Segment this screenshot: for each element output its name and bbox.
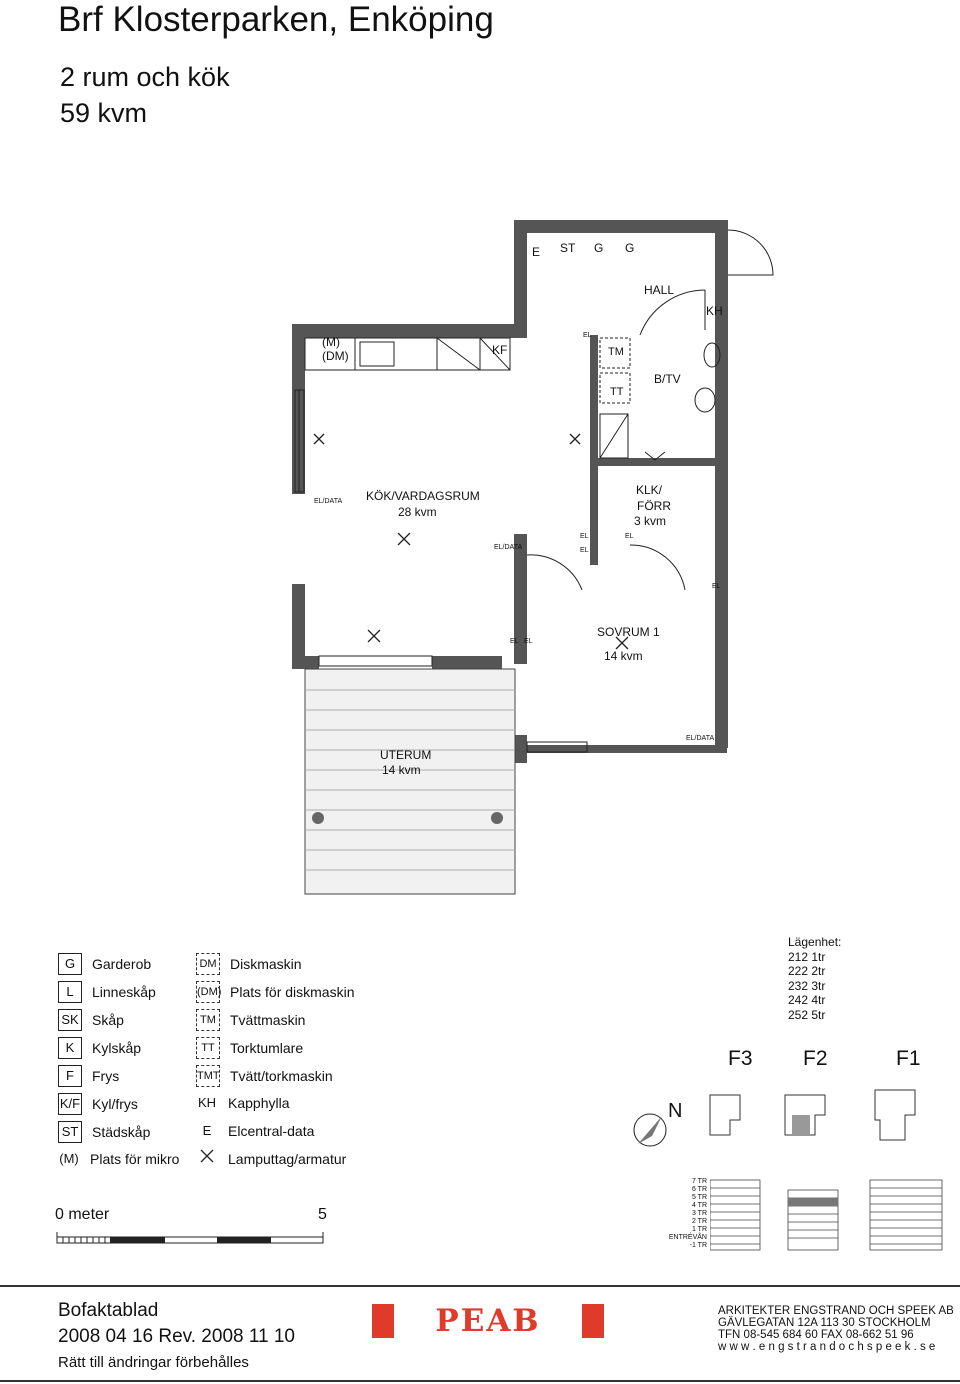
terrace-floor xyxy=(304,668,516,895)
doc-note: Rätt till ändringar förbehålles xyxy=(58,1354,249,1371)
kf-label: KF xyxy=(492,343,507,357)
dm-label: (DM) xyxy=(322,349,349,363)
footer-divider xyxy=(0,1285,960,1287)
el-data-label-3: EL/DATA xyxy=(686,735,714,742)
st-label: ST xyxy=(560,241,576,255)
el-label-6: EL xyxy=(510,638,519,645)
bedroom-area: 14 kvm xyxy=(604,649,643,663)
legend-item: (DM)Plats för diskmaskin xyxy=(196,981,354,1003)
tm-label: TM xyxy=(608,346,624,358)
f3-label: F3 xyxy=(728,1047,753,1070)
apartment-area: 59 kvm xyxy=(60,98,148,128)
el-data-label-1: EL/DATA xyxy=(314,498,342,505)
apartment-info: Lägenhet: 212 1tr 222 2tr 232 3tr 242 4t… xyxy=(788,935,842,1022)
bath-label: B/TV xyxy=(654,372,681,386)
bottom-divider xyxy=(0,1380,960,1382)
micro-label: (M) xyxy=(322,335,340,349)
el-data-label-2: EL/DATA xyxy=(494,544,522,551)
doc-type: Bofaktablad xyxy=(58,1300,159,1321)
scale-start: 0 meter xyxy=(55,1206,110,1223)
closet-name-2: FÖRR xyxy=(637,499,671,513)
el-label: EL xyxy=(583,332,592,339)
kh-label: KH xyxy=(706,304,723,318)
el-label-7: EL xyxy=(524,638,533,645)
g-label-2: G xyxy=(625,241,634,255)
el-label-4: EL xyxy=(625,533,634,540)
hall-label: HALL xyxy=(644,283,674,297)
post-left xyxy=(312,812,324,824)
closet-area: 3 kvm xyxy=(634,514,666,528)
tt-label: TT xyxy=(610,386,624,398)
g-label-1: G xyxy=(594,241,603,255)
legend-item: (M)Plats för mikro xyxy=(59,1151,180,1167)
site-key-plan xyxy=(709,1089,916,1141)
lamp-icon xyxy=(196,1149,218,1169)
kitchen-name: KÖK/VARDAGSRUM xyxy=(366,489,480,503)
doc-date: 2008 04 16 Rev. 2008 11 10 xyxy=(58,1326,295,1347)
floor-list: 7 TR 6 TR 5 TR 4 TR 3 TR 2 TR 1 TR ENTRÉ… xyxy=(668,1178,707,1249)
terrace-name: UTERUM xyxy=(380,748,431,762)
scale-end: 5 xyxy=(318,1206,327,1223)
terrace-area: 14 kvm xyxy=(382,763,421,777)
scale-bar xyxy=(56,1232,324,1244)
legend-item: Lamputtag/armatur xyxy=(196,1149,346,1169)
f2-label: F2 xyxy=(803,1047,828,1070)
room-count: 2 rum och kök xyxy=(60,62,230,92)
walls xyxy=(292,220,728,763)
f1-label: F1 xyxy=(896,1047,921,1070)
peab-logo: PEAB xyxy=(372,1304,604,1338)
kitchen-area: 28 kvm xyxy=(398,505,437,519)
section-diagram xyxy=(710,1179,943,1251)
floor-plan: (M) (DM) KF TM TT xyxy=(292,220,774,895)
north-label: N xyxy=(668,1100,683,1122)
closet-name: KLK/ xyxy=(636,483,663,497)
compass-icon xyxy=(633,1113,667,1147)
el-label-2: EL xyxy=(580,533,589,540)
page-title: Brf Klosterparken, Enköping xyxy=(58,0,494,39)
el-label-5: EL xyxy=(712,583,721,590)
architect-info: ARKITEKTER ENGSTRAND OCH SPEEK AB GÄVLEG… xyxy=(718,1305,954,1353)
bedroom-name: SOVRUM 1 xyxy=(597,625,660,639)
el-label-3: EL xyxy=(580,547,589,554)
e-label: E xyxy=(532,245,540,259)
post-right xyxy=(491,812,503,824)
